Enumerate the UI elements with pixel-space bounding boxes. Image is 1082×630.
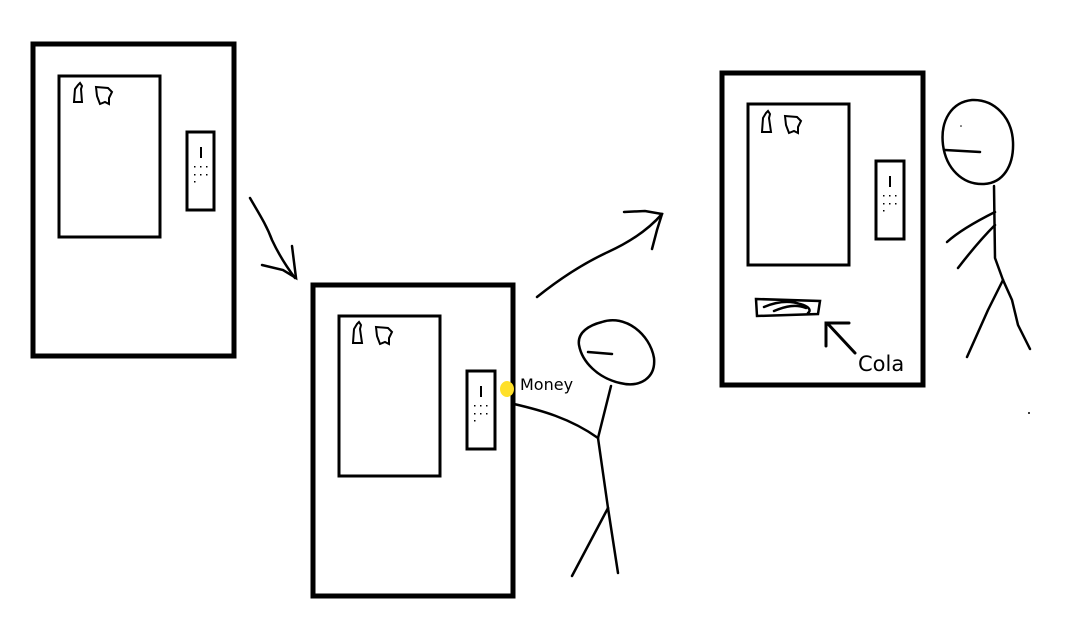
- arrow-icon: [824, 321, 857, 355]
- figure-1-leg-left: [570, 506, 610, 578]
- machine-3-window: [746, 102, 851, 267]
- figure-2-leg-right: [1001, 278, 1032, 351]
- figure-2-leg-left: [965, 278, 1005, 359]
- figure-2-head: [941, 98, 1015, 186]
- machine-1-body: [30, 41, 237, 359]
- figure-1-body: [596, 384, 613, 510]
- vending-machine-1: [30, 41, 237, 359]
- bottle-icon: [351, 320, 364, 344]
- figure-1-head: [577, 319, 656, 386]
- figure-1-leg-right: [606, 506, 620, 575]
- stick-figure-icon: [512, 319, 656, 578]
- machine-1-keypad: [185, 130, 216, 212]
- bottle-icon: [760, 109, 773, 133]
- figure-1-arm: [512, 402, 600, 440]
- coin-icon: [500, 381, 514, 397]
- arrow-icon: [535, 209, 664, 299]
- figure-2-body: [992, 184, 1005, 282]
- vending-machine-2: [310, 282, 516, 599]
- vending-machine-3: [719, 70, 926, 388]
- can-icon: [374, 325, 394, 346]
- stick-figure-icon: [941, 98, 1032, 359]
- figure-2-arm-right: [956, 223, 997, 270]
- arrow-icon: [248, 196, 298, 281]
- cola-icon: [754, 297, 822, 318]
- keypad-dots: [883, 195, 897, 212]
- bottle-icon: [72, 81, 84, 103]
- machine-2-keypad: [465, 369, 497, 451]
- machine-3-keypad: [874, 159, 906, 241]
- machine-2-window: [337, 314, 442, 478]
- machine-1-window: [57, 74, 162, 239]
- money-label: Money: [520, 375, 573, 394]
- keypad-dots: [194, 166, 208, 183]
- can-icon: [94, 85, 114, 106]
- keypad-dots: [474, 405, 488, 422]
- figure-2-arm-left: [945, 210, 997, 244]
- cola-label: Cola: [858, 352, 904, 376]
- can-icon: [783, 114, 803, 135]
- machine-2-body: [310, 282, 516, 599]
- machine-3-body: [719, 70, 926, 388]
